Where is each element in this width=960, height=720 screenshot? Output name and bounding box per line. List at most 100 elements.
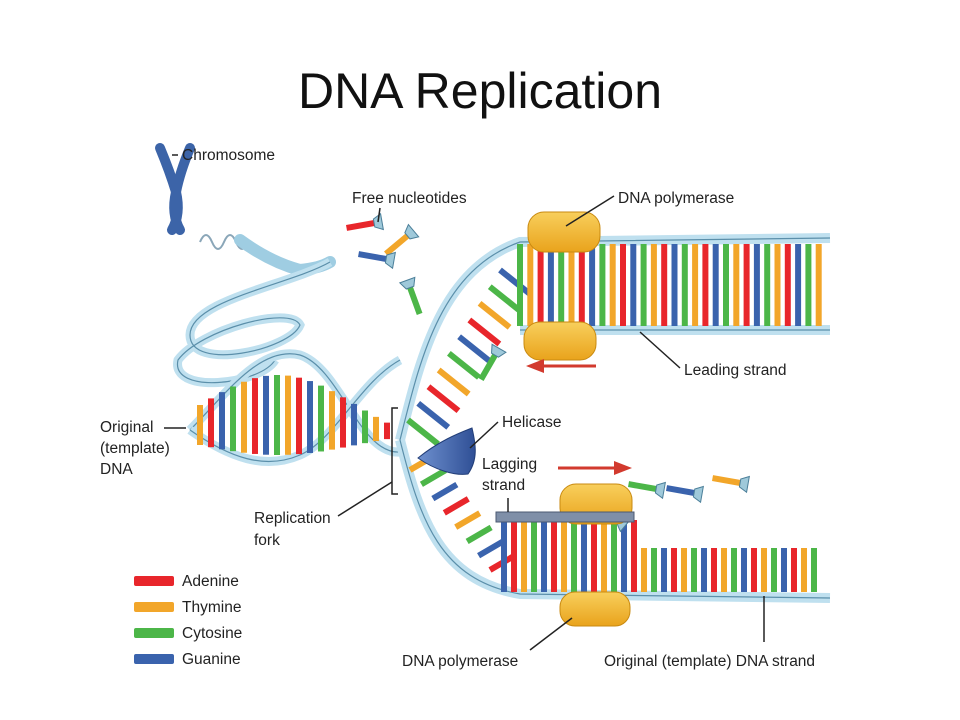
free-nucleotide-icon <box>357 251 396 270</box>
base-pair-bar <box>431 481 459 502</box>
lagging-strand-bar <box>495 511 635 523</box>
base-pair-bar <box>701 548 707 592</box>
base-pair-bar <box>681 548 687 592</box>
dna-polymerase-top-shape <box>523 211 601 361</box>
label-dna-polymerase-bottom: DNA polymerase <box>402 653 518 670</box>
base-pair-bar <box>442 496 470 516</box>
lagging-direction-arrow <box>558 461 632 475</box>
base-pair-bar <box>307 381 313 453</box>
free-nucleotide-icon <box>345 212 384 231</box>
base-pair-bar <box>241 381 247 453</box>
leader-polymerase-bottom <box>529 617 573 651</box>
base-pair-bar <box>447 350 481 380</box>
label-replication-fork-line1: Replication <box>254 510 331 527</box>
base-pair-bar <box>801 548 807 592</box>
base-pair-bar <box>230 386 236 452</box>
base-pair-bar <box>753 244 760 326</box>
base-pair-bar <box>362 410 368 444</box>
base-pair-bar <box>723 244 729 326</box>
free-nucleotides <box>345 212 750 533</box>
base-pair-bar <box>815 244 822 326</box>
base-pair-bar <box>741 548 747 592</box>
base-pair-bar <box>771 548 777 592</box>
base-pair-bar <box>795 244 802 326</box>
base-pair-bar <box>551 520 557 592</box>
label-original-dna-line2: (template) <box>100 440 170 457</box>
free-nucleotide-icon <box>627 481 666 500</box>
base-pair-bar <box>406 417 440 447</box>
label-leading-strand: Leading strand <box>684 362 787 379</box>
leader-helicase <box>469 421 499 449</box>
base-pair-bar <box>527 244 534 326</box>
base-pair-bar <box>781 548 787 592</box>
helicase-shape <box>417 427 476 475</box>
free-nucleotide-icon <box>711 475 750 494</box>
base-pairs <box>197 244 822 592</box>
base-pair-bar <box>558 244 565 326</box>
base-pair-bar <box>263 375 269 455</box>
base-pair-bar <box>511 520 517 592</box>
base-pair-bar <box>426 384 461 414</box>
legend-swatch <box>134 654 174 664</box>
base-pair-bar <box>351 403 357 446</box>
base-pair-bar <box>611 520 617 592</box>
leader-polymerase-top <box>565 195 615 227</box>
base-pair-bar <box>477 539 505 559</box>
legend-label: Thymine <box>182 599 241 616</box>
label-original-dna-line1: Original <box>100 419 153 436</box>
base-pair-bar <box>621 520 627 592</box>
base-pair-bar <box>641 548 647 592</box>
base-pair-bar <box>416 400 451 430</box>
base-pair-bar <box>691 548 697 592</box>
base-pair-bar <box>692 244 699 326</box>
base-pair-bar <box>640 244 647 326</box>
base-pair-bar <box>285 375 291 455</box>
base-pair-bar <box>811 548 817 592</box>
base-pair-bar <box>477 300 512 330</box>
base-pair-bar <box>764 244 771 326</box>
legend-label: Guanine <box>182 651 241 668</box>
leading-direction-arrow <box>526 359 596 373</box>
label-lagging-strand-line2: strand <box>482 477 525 494</box>
base-pair-bar <box>568 244 575 326</box>
base-pair-bar <box>197 405 203 445</box>
label-replication-fork-line2: fork <box>254 532 280 549</box>
base-pair-bar <box>671 548 677 592</box>
base-pair-bar <box>702 244 709 326</box>
base-pair-bar <box>609 244 616 326</box>
base-pair-bar <box>661 548 667 592</box>
free-nucleotide-icon <box>384 223 420 257</box>
label-original-dna-line3: DNA <box>100 461 133 478</box>
free-nucleotide-icon <box>665 485 704 504</box>
leader-replication-fork <box>337 481 393 517</box>
base-pair-bar <box>208 398 214 448</box>
base-pair-bar <box>340 397 346 448</box>
base-pair-bar <box>591 520 597 592</box>
base-pair-bar <box>650 244 657 326</box>
base-pair-bar <box>517 244 523 326</box>
base-pair-bar <box>465 524 493 545</box>
base-pair-bar <box>620 244 626 326</box>
base-pair-bar <box>661 244 668 326</box>
base-pair-bar <box>537 244 544 326</box>
base-pair-bar <box>454 510 482 530</box>
base-pair-bar <box>743 244 750 326</box>
base-pair-bar <box>711 548 717 592</box>
replication-fork-bracket <box>391 407 398 495</box>
legend-swatch <box>134 576 174 586</box>
base-pair-bar <box>457 334 491 364</box>
base-pair-bar <box>296 377 302 455</box>
base-pair-bar <box>419 467 447 487</box>
base-pair-bar <box>631 520 637 592</box>
base-pair-bar <box>774 244 781 326</box>
base-pair-bar <box>733 244 740 326</box>
base-pair-bar <box>487 284 522 314</box>
base-pair-bar <box>791 548 797 592</box>
label-free-nucleotides: Free nucleotides <box>352 190 467 207</box>
base-pair-bar <box>630 244 637 326</box>
base-pair-bar <box>498 267 532 297</box>
base-pair-bar <box>751 548 757 592</box>
leader-leading-strand <box>639 331 681 369</box>
